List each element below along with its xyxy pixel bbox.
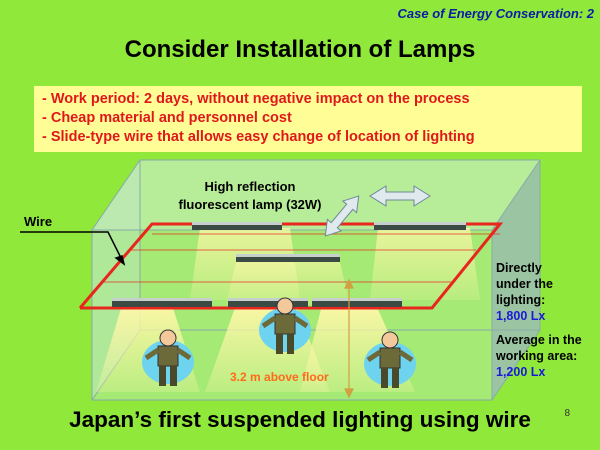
worker-figure-icon: [142, 329, 194, 386]
lamp-label: High reflection fluorescent lamp (32W): [165, 178, 335, 214]
footer-title: Japan’s first suspended lighting using w…: [69, 407, 531, 432]
directly-label: lighting:: [496, 293, 546, 307]
worker-figure-icon: [259, 297, 311, 354]
directly-label: under the: [496, 277, 553, 291]
page-number: 8: [564, 408, 570, 419]
bullet-item: - Cheap material and personnel cost: [42, 110, 292, 126]
height-label: 3.2 m above floor: [230, 370, 329, 384]
corner-title: Case of Energy Conservation: 2: [397, 6, 595, 21]
lamp-label-line: High reflection: [204, 179, 296, 194]
double-arrow-icon: [324, 195, 360, 237]
worker-figure-icon: [364, 331, 416, 388]
bullet-box: - Work period: 2 days, without negative …: [34, 86, 582, 152]
average-value: 1,200 Lx: [496, 365, 546, 379]
bullet-item: - Work period: 2 days, without negative …: [42, 91, 470, 107]
page-title: Consider Installation of Lamps: [124, 36, 476, 63]
directly-value: 1,800 Lx: [496, 309, 546, 323]
wire-lines: [78, 222, 504, 310]
average-label: working area:: [496, 349, 578, 363]
bullet-item: - Slide-type wire that allows easy chang…: [42, 129, 475, 145]
lamp-fixtures: [112, 222, 466, 307]
double-arrow-icon: [369, 185, 431, 207]
illuminance-labels: Directly under the lighting: 1,800 Lx Av…: [496, 260, 596, 380]
wire-pointer: [20, 231, 126, 266]
directly-label: Directly: [496, 261, 542, 275]
lamp-label-line: fluorescent lamp (32W): [178, 197, 322, 212]
height-arrow: [344, 278, 354, 399]
average-label: Average in the: [496, 333, 582, 347]
wire-label: Wire: [24, 214, 53, 229]
